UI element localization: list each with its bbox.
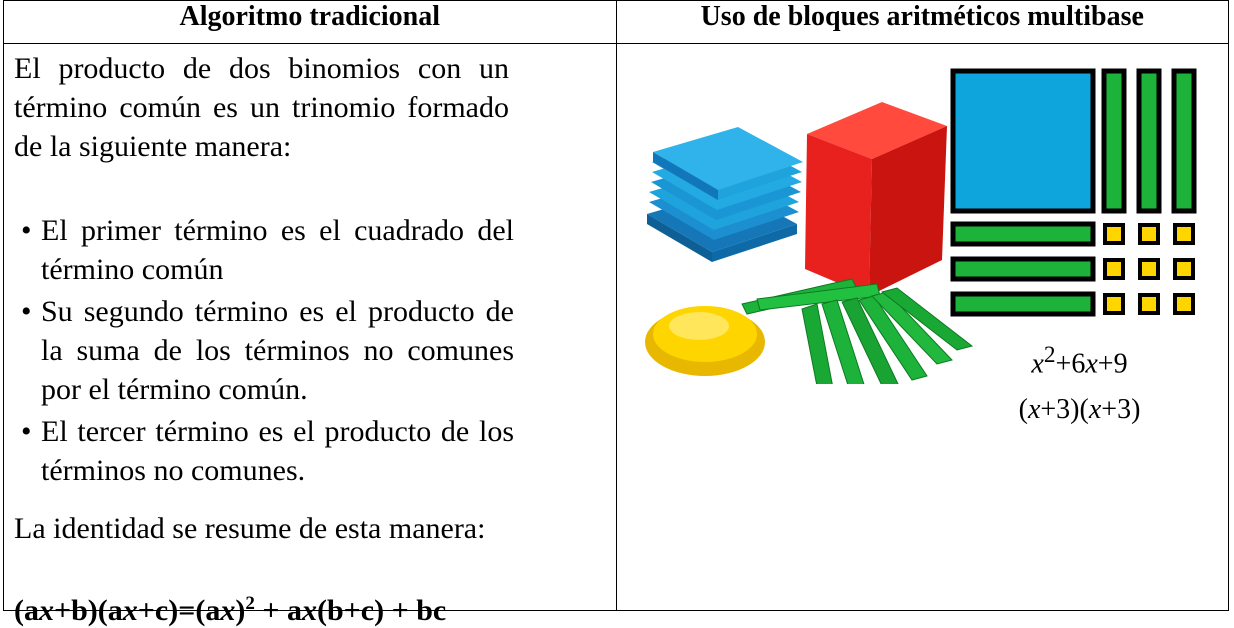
trinomial-expression: x2+6x+9 (960, 342, 1200, 380)
blue-flats-stack (646, 127, 803, 262)
identity-exponent: 2 (245, 593, 255, 614)
rule-item: El tercer término es el producto de los … (4, 412, 514, 490)
rule-item: El primer término es el cuadrado del tér… (4, 211, 514, 289)
x-rod-vertical (1171, 68, 1196, 214)
unit-blocks (1102, 223, 1195, 315)
summary-paragraph: La identidad se resume de esta manera: (14, 512, 486, 545)
unit-block (1172, 293, 1195, 315)
unit-block (1172, 258, 1195, 280)
red-cube (804, 102, 947, 296)
comparison-table: Algoritmo tradicional Uso de bloques ari… (3, 0, 1229, 627)
identity-rhs: + ax(b+c) + bc (262, 594, 447, 627)
expr-exponent: 2 (1043, 342, 1056, 368)
multibase-cell: x2+6x+9 (x+3)(x+3) (615, 43, 1229, 611)
header-multibase: Uso de bloques aritméticos multibase (615, 0, 1229, 44)
rule-item: Su segundo término es el producto de la … (4, 292, 514, 409)
identity-lhs: (ax+b)(ax+c)=(ax) (14, 594, 246, 627)
x-squared-block (950, 68, 1095, 214)
base-ten-blocks-photo (644, 102, 973, 384)
unit-block (1102, 223, 1125, 245)
header-traditional: Algoritmo tradicional (3, 0, 617, 44)
blocks-arrangement-diagram (950, 68, 1196, 317)
expr-rest: +6x+9 (1055, 348, 1128, 380)
unit-block (1102, 258, 1125, 280)
unit-block (1172, 223, 1195, 245)
rules-list: El primer término es el cuadrado del tér… (4, 211, 514, 493)
green-rods (740, 278, 973, 384)
x-rod-horizontal (950, 256, 1095, 282)
unit-block (1102, 293, 1125, 315)
unit-block (1137, 293, 1160, 315)
traditional-cell: El producto de dos binomios con un térmi… (3, 43, 617, 627)
yellow-units-pile (644, 306, 765, 376)
intro-paragraph: El producto de dos binomios con un térmi… (14, 52, 509, 163)
expr-base: x (1031, 348, 1044, 380)
x-rod-horizontal (950, 291, 1095, 317)
x-rod-vertical (1136, 68, 1161, 214)
unit-block (1137, 223, 1160, 245)
identity-formula: (ax+b)(ax+c)=(ax)2 + ax(b+c) + bc (14, 593, 446, 628)
x-rod-vertical (1101, 68, 1126, 214)
unit-block (1137, 258, 1160, 280)
x-rod-horizontal (950, 221, 1095, 247)
factored-expression: (x+3)(x+3) (1018, 394, 1141, 425)
